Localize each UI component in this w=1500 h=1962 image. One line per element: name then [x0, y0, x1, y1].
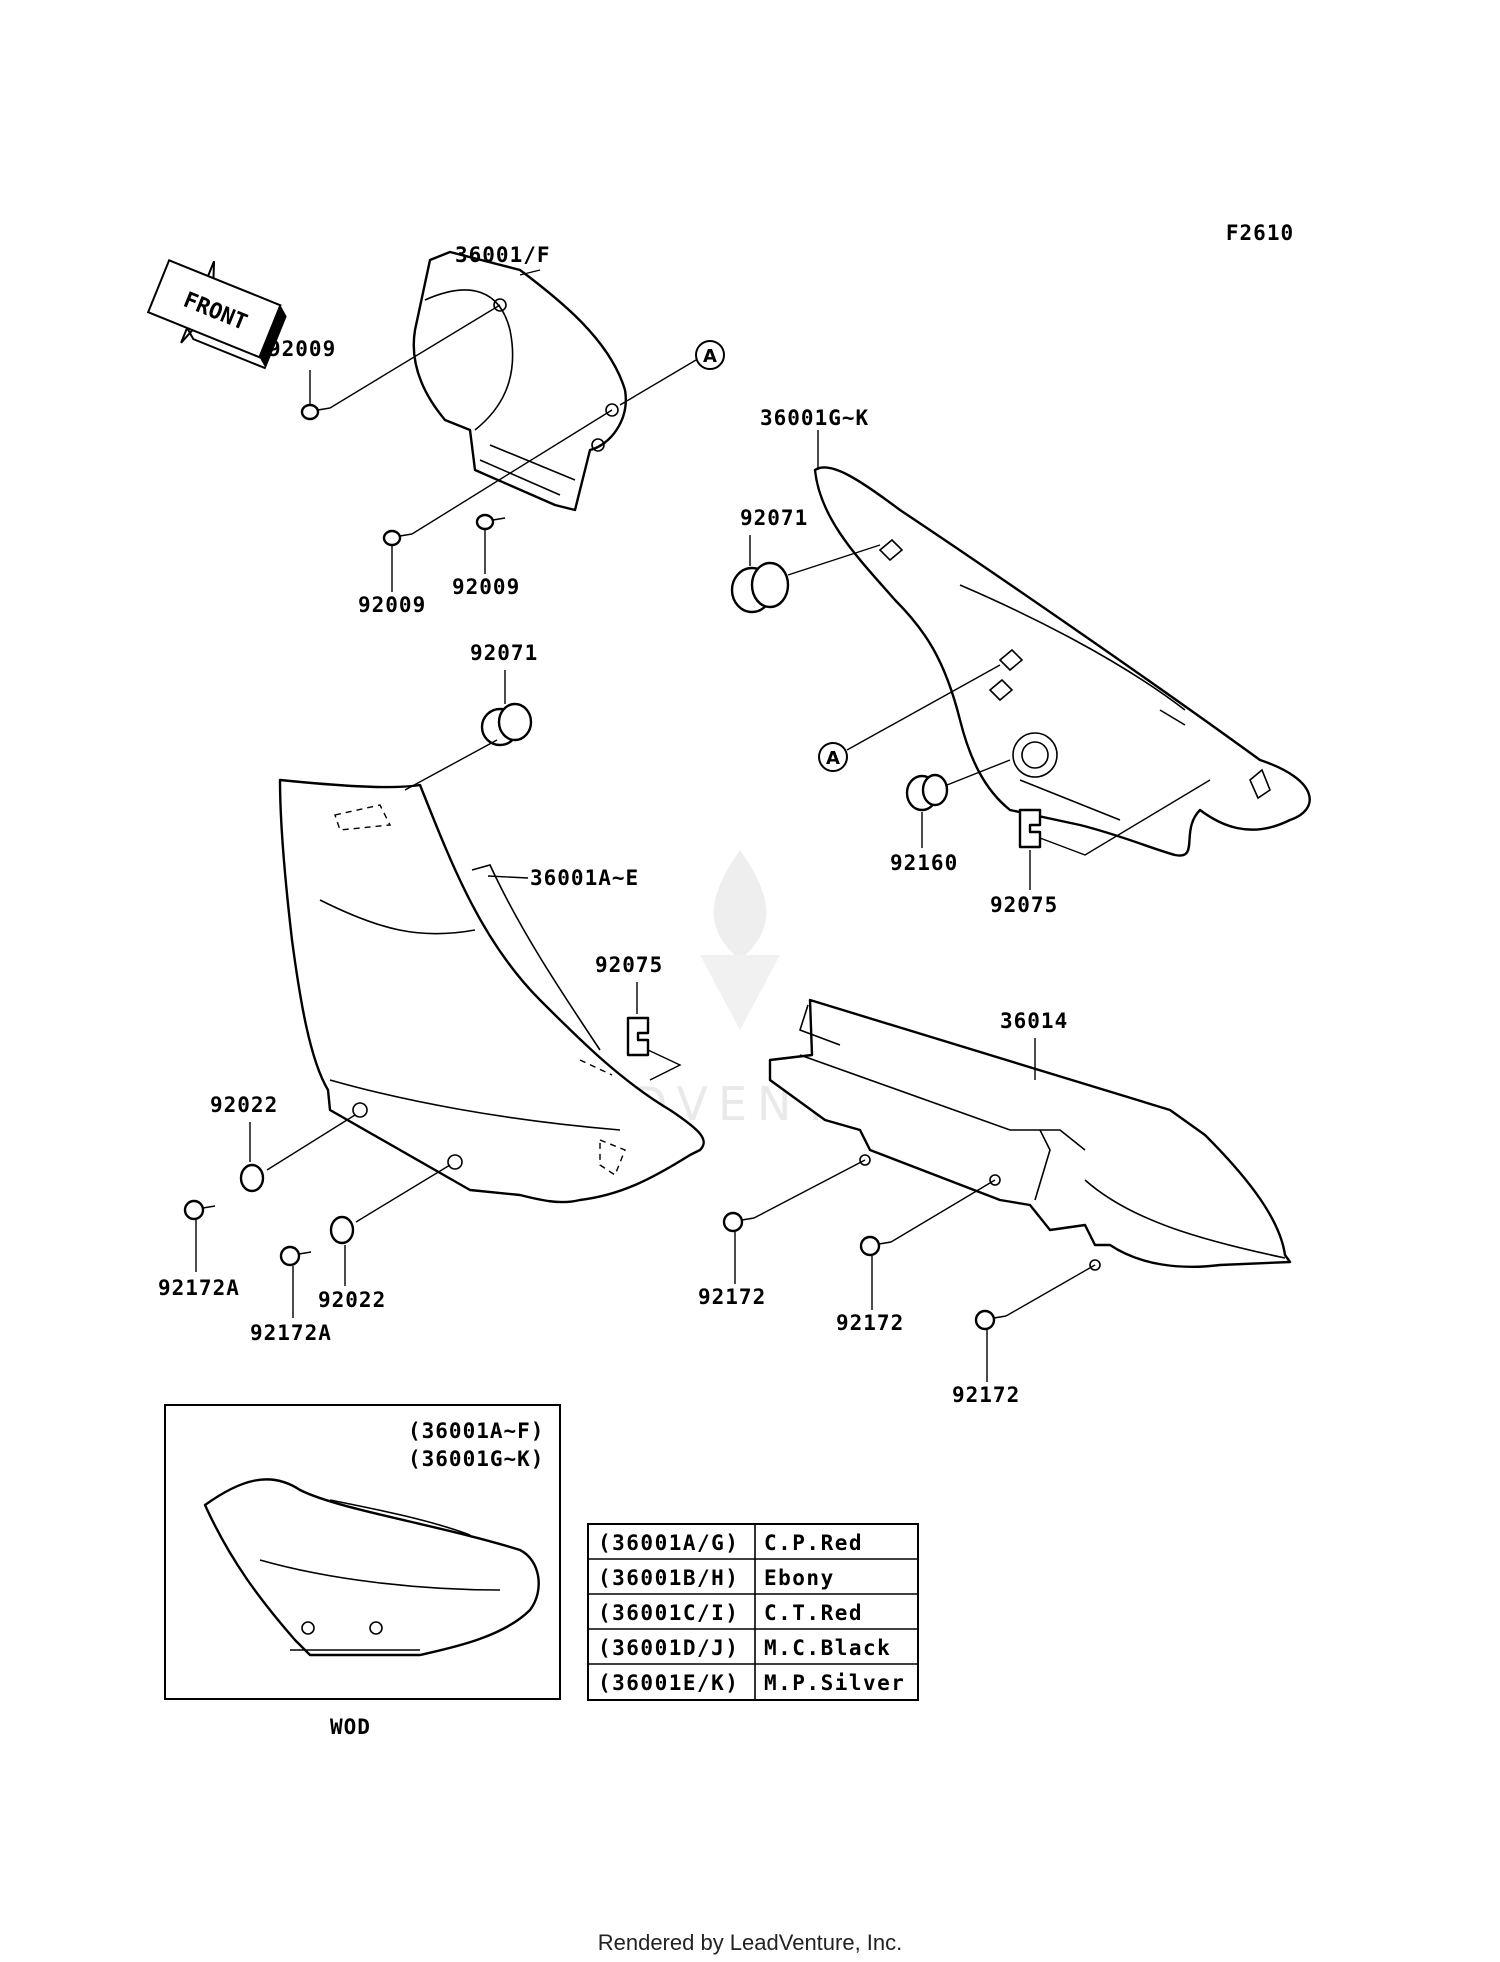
label-clip-left: 92075 [595, 953, 663, 977]
label-collar: 92160 [890, 851, 958, 875]
table-part: (36001C/I) [598, 1601, 739, 1625]
bolt-icon [279, 1245, 312, 1267]
bolt-icon [974, 1309, 1007, 1331]
collar-icon [905, 773, 949, 812]
watermark-flame-icon [713, 850, 767, 960]
label-cover-left-main: 36001A~E [530, 866, 639, 890]
table-color: Ebony [764, 1566, 835, 1590]
label-bolt-1: 92172 [698, 1285, 766, 1309]
label-grommet-right: 92071 [740, 506, 808, 530]
table-part: (36001A/G) [598, 1531, 739, 1555]
label-chain-guard: 36014 [1000, 1009, 1068, 1033]
watermark-v-icon [700, 955, 780, 1030]
label-bolt-a1: 92172A [158, 1276, 240, 1300]
label-clip-right: 92075 [990, 893, 1058, 917]
footer-credit: Rendered by LeadVenture, Inc. [598, 1930, 903, 1955]
label-screw-b: 92009 [358, 593, 426, 617]
label-washer-a: 92022 [210, 1093, 278, 1117]
side-cover-front-top [412, 250, 627, 512]
grommet-icon [730, 561, 790, 614]
clip-icon [1018, 808, 1042, 849]
callout-a-right: A [818, 742, 848, 772]
inset-line-2: (36001G~K) [408, 1447, 544, 1471]
table-part: (36001B/H) [598, 1566, 739, 1590]
label-washer-b: 92022 [318, 1288, 386, 1312]
screw-icon [475, 513, 506, 531]
table-color: C.P.Red [764, 1531, 863, 1555]
figure-code: F2610 [1226, 221, 1294, 245]
table-color: C.T.Red [764, 1601, 863, 1625]
svg-text:A: A [826, 748, 840, 769]
table-part: (36001D/J) [598, 1636, 739, 1660]
side-cover-rear-right [813, 466, 1311, 857]
color-table: (36001A/G) C.P.Red (36001B/H) Ebony (360… [587, 1523, 919, 1701]
label-cover-left-top: 36001/F [455, 243, 551, 267]
color-table-row: (36001D/J) M.C.Black [598, 1636, 891, 1660]
label-screw-c: 92009 [452, 575, 520, 599]
bolt-icon [859, 1235, 892, 1257]
bolt-icon [722, 1211, 755, 1233]
washer-icon [239, 1163, 265, 1193]
label-screw-a: 92009 [268, 337, 336, 361]
color-table-row: (36001E/K) M.P.Silver [598, 1671, 905, 1695]
washer-icon [329, 1215, 355, 1245]
color-table-row: (36001C/I) C.T.Red [598, 1601, 863, 1625]
color-table-row: (36001B/H) Ebony [598, 1566, 835, 1590]
clip-icon [626, 1016, 650, 1057]
label-bolt-a2: 92172A [250, 1321, 332, 1345]
table-color: M.P.Silver [764, 1671, 905, 1695]
color-table-row: (36001A/G) C.P.Red [598, 1531, 863, 1555]
bolt-icon [183, 1199, 216, 1221]
inset-line-1: (36001A~F) [408, 1419, 544, 1443]
callout-a-top: A [695, 340, 725, 370]
side-cover-left-main [278, 778, 705, 1204]
table-part: (36001E/K) [598, 1671, 739, 1695]
inset-caption: WOD [330, 1715, 371, 1739]
screw-icon [300, 403, 331, 421]
label-bolt-2: 92172 [836, 1311, 904, 1335]
svg-text:A: A [703, 346, 717, 367]
label-cover-right: 36001G~K [760, 406, 869, 430]
label-grommet-left: 92071 [470, 641, 538, 665]
screw-icon [382, 529, 413, 547]
front-arrow-icon: FRONT [146, 259, 287, 370]
grommet-icon [480, 702, 533, 747]
label-bolt-3: 92172 [952, 1383, 1020, 1407]
chain-guard [768, 998, 1292, 1271]
inset-variant-box: (36001A~F) (36001G~K) [164, 1404, 561, 1700]
table-color: M.C.Black [764, 1636, 891, 1660]
